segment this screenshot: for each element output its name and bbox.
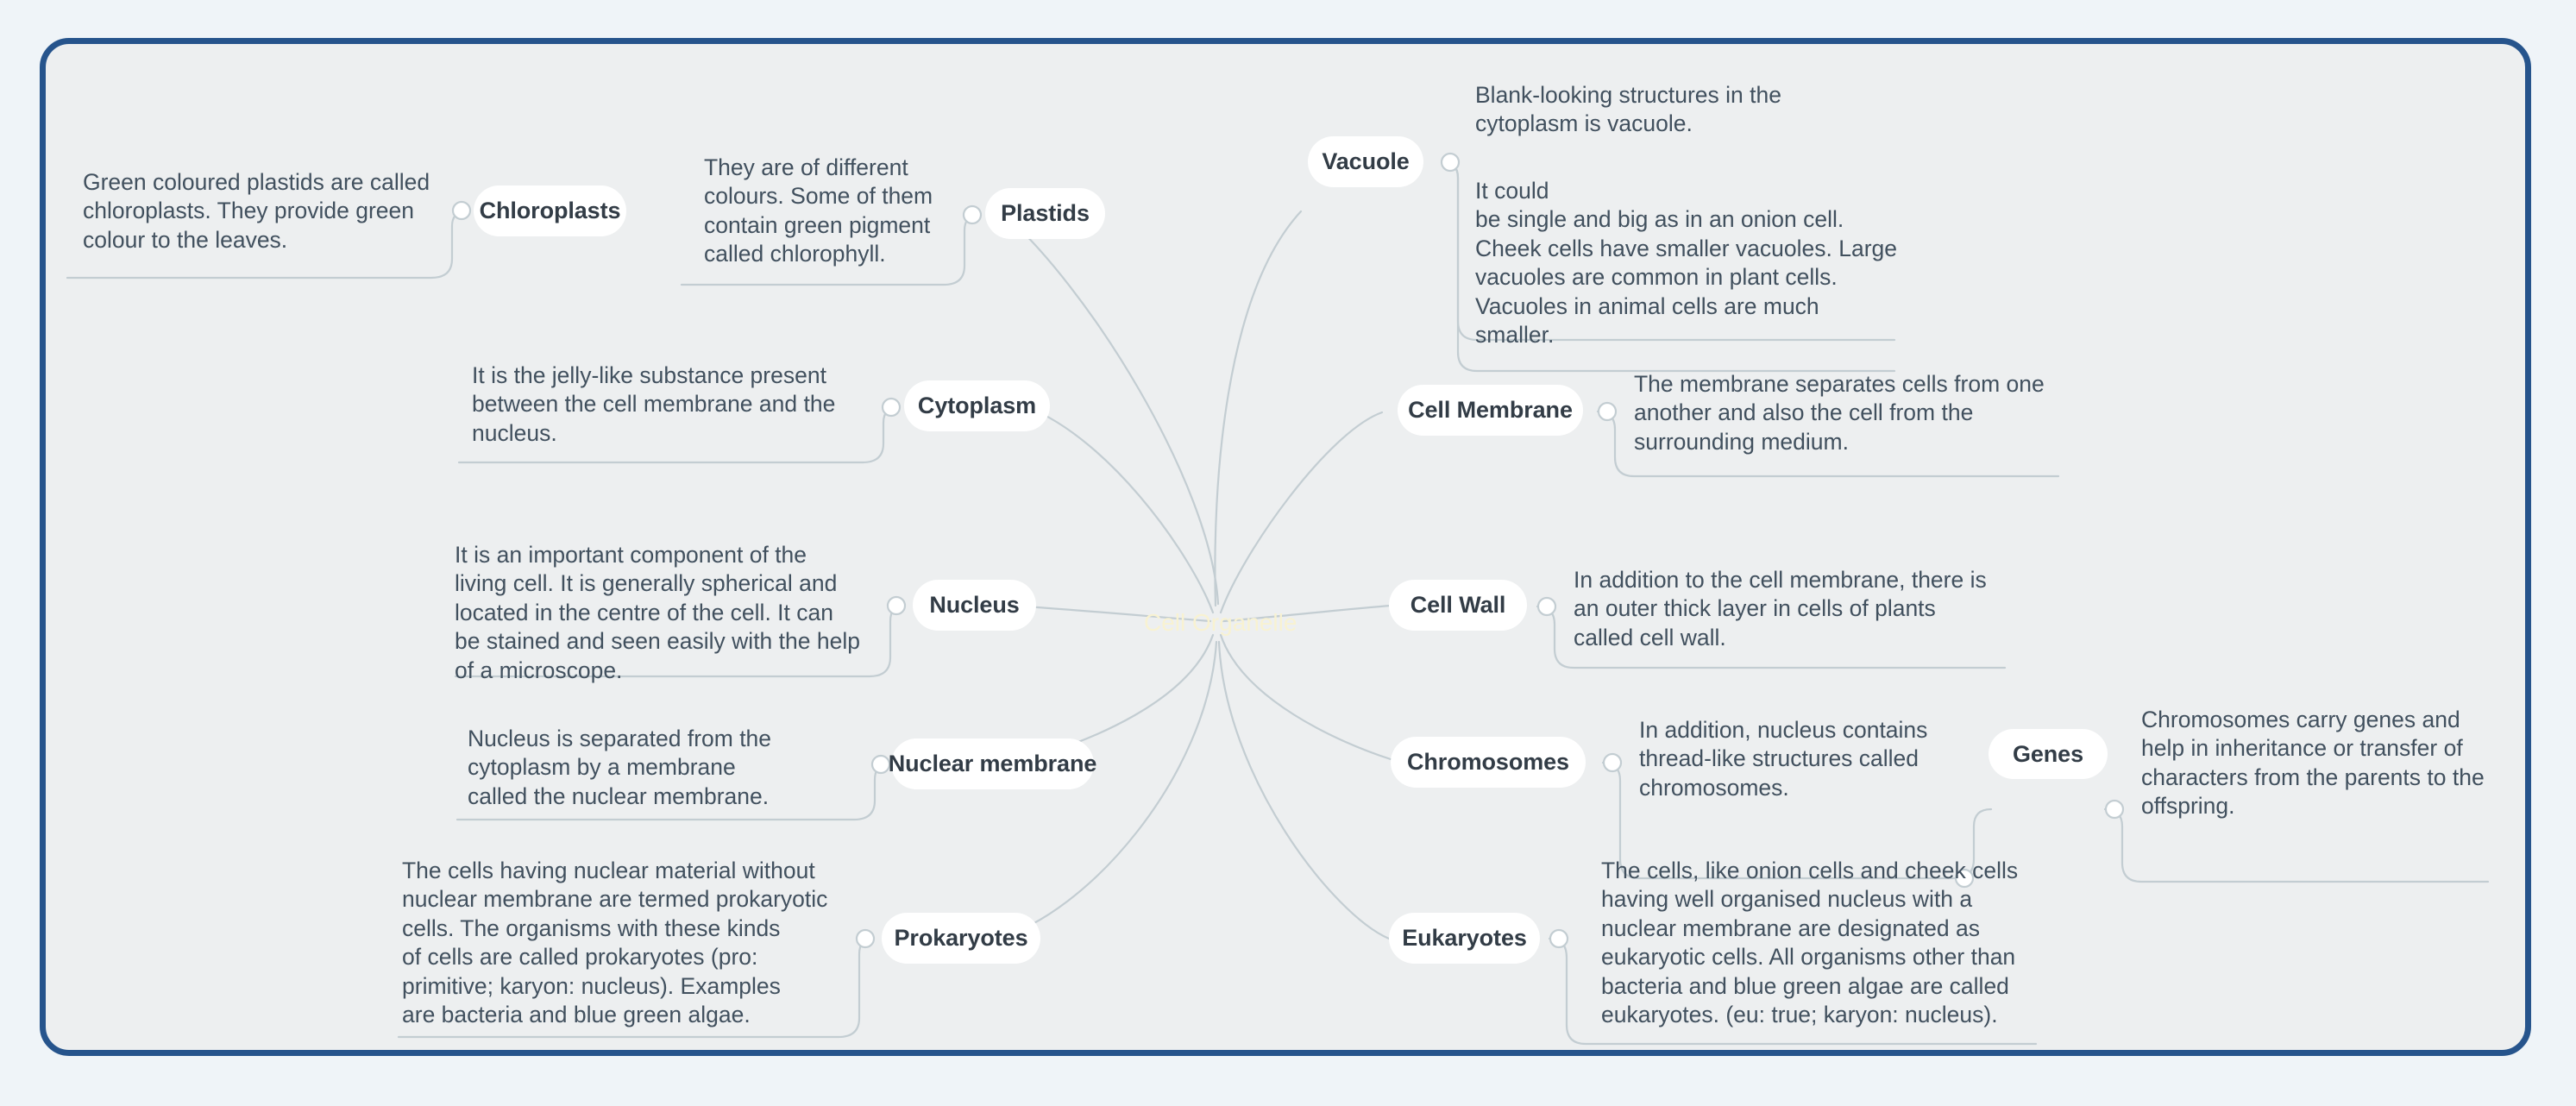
- leaf-vacuole-description-1: Blank-looking structures in the cytoplas…: [1475, 82, 1781, 137]
- leaf-nucleus-description: It is an important component of the livi…: [455, 542, 860, 683]
- node-nucleus[interactable]: Nucleus: [913, 580, 1036, 631]
- leaf-cell-wall-description: In addition to the cell membrane, there …: [1574, 567, 1987, 650]
- node-cell-wall[interactable]: Cell Wall: [1389, 580, 1527, 631]
- leaf-nuclear-membrane-description: Nucleus is separated from the cytoplasm …: [468, 726, 772, 809]
- node-prokaryotes[interactable]: Prokaryotes: [882, 913, 1040, 964]
- node-chloroplasts[interactable]: Chloroplasts: [474, 185, 626, 236]
- node-vacuole[interactable]: Vacuole: [1308, 136, 1423, 187]
- center-node-cell-organelle[interactable]: Cell Organelle: [1144, 609, 1297, 636]
- node-plastids[interactable]: Plastids: [985, 188, 1105, 239]
- leaf-vacuole-description-2: It could be single and big as in an onio…: [1475, 178, 1898, 348]
- node-cytoplasm[interactable]: Cytoplasm: [904, 380, 1050, 431]
- leaf-genes-description: Chromosomes carry genes and help in inhe…: [2141, 707, 2485, 820]
- leaf-chloroplasts-description: Green coloured plastids are called chlor…: [83, 169, 430, 253]
- node-cell-membrane[interactable]: Cell Membrane: [1398, 385, 1583, 436]
- leaf-eukaryotes-description: The cells, like onion cells and cheek ce…: [1601, 858, 2019, 1027]
- leaf-prokaryotes-description: The cells having nuclear material withou…: [402, 858, 828, 1027]
- node-eukaryotes[interactable]: Eukaryotes: [1389, 913, 1540, 964]
- node-genes[interactable]: Genes: [1989, 729, 2108, 779]
- leaf-cell-membrane-description: The membrane separates cells from one an…: [1634, 371, 2045, 455]
- leaf-cytoplasm-description: It is the jelly-like substance present b…: [472, 362, 836, 446]
- node-nuclear-membrane[interactable]: Nuclear membrane: [889, 738, 1096, 789]
- leaf-plastids-description: They are of different colours. Some of t…: [704, 154, 933, 267]
- leaf-chromosomes-description: In addition, nucleus contains thread-lik…: [1639, 717, 1928, 801]
- node-chromosomes[interactable]: Chromosomes: [1391, 737, 1586, 788]
